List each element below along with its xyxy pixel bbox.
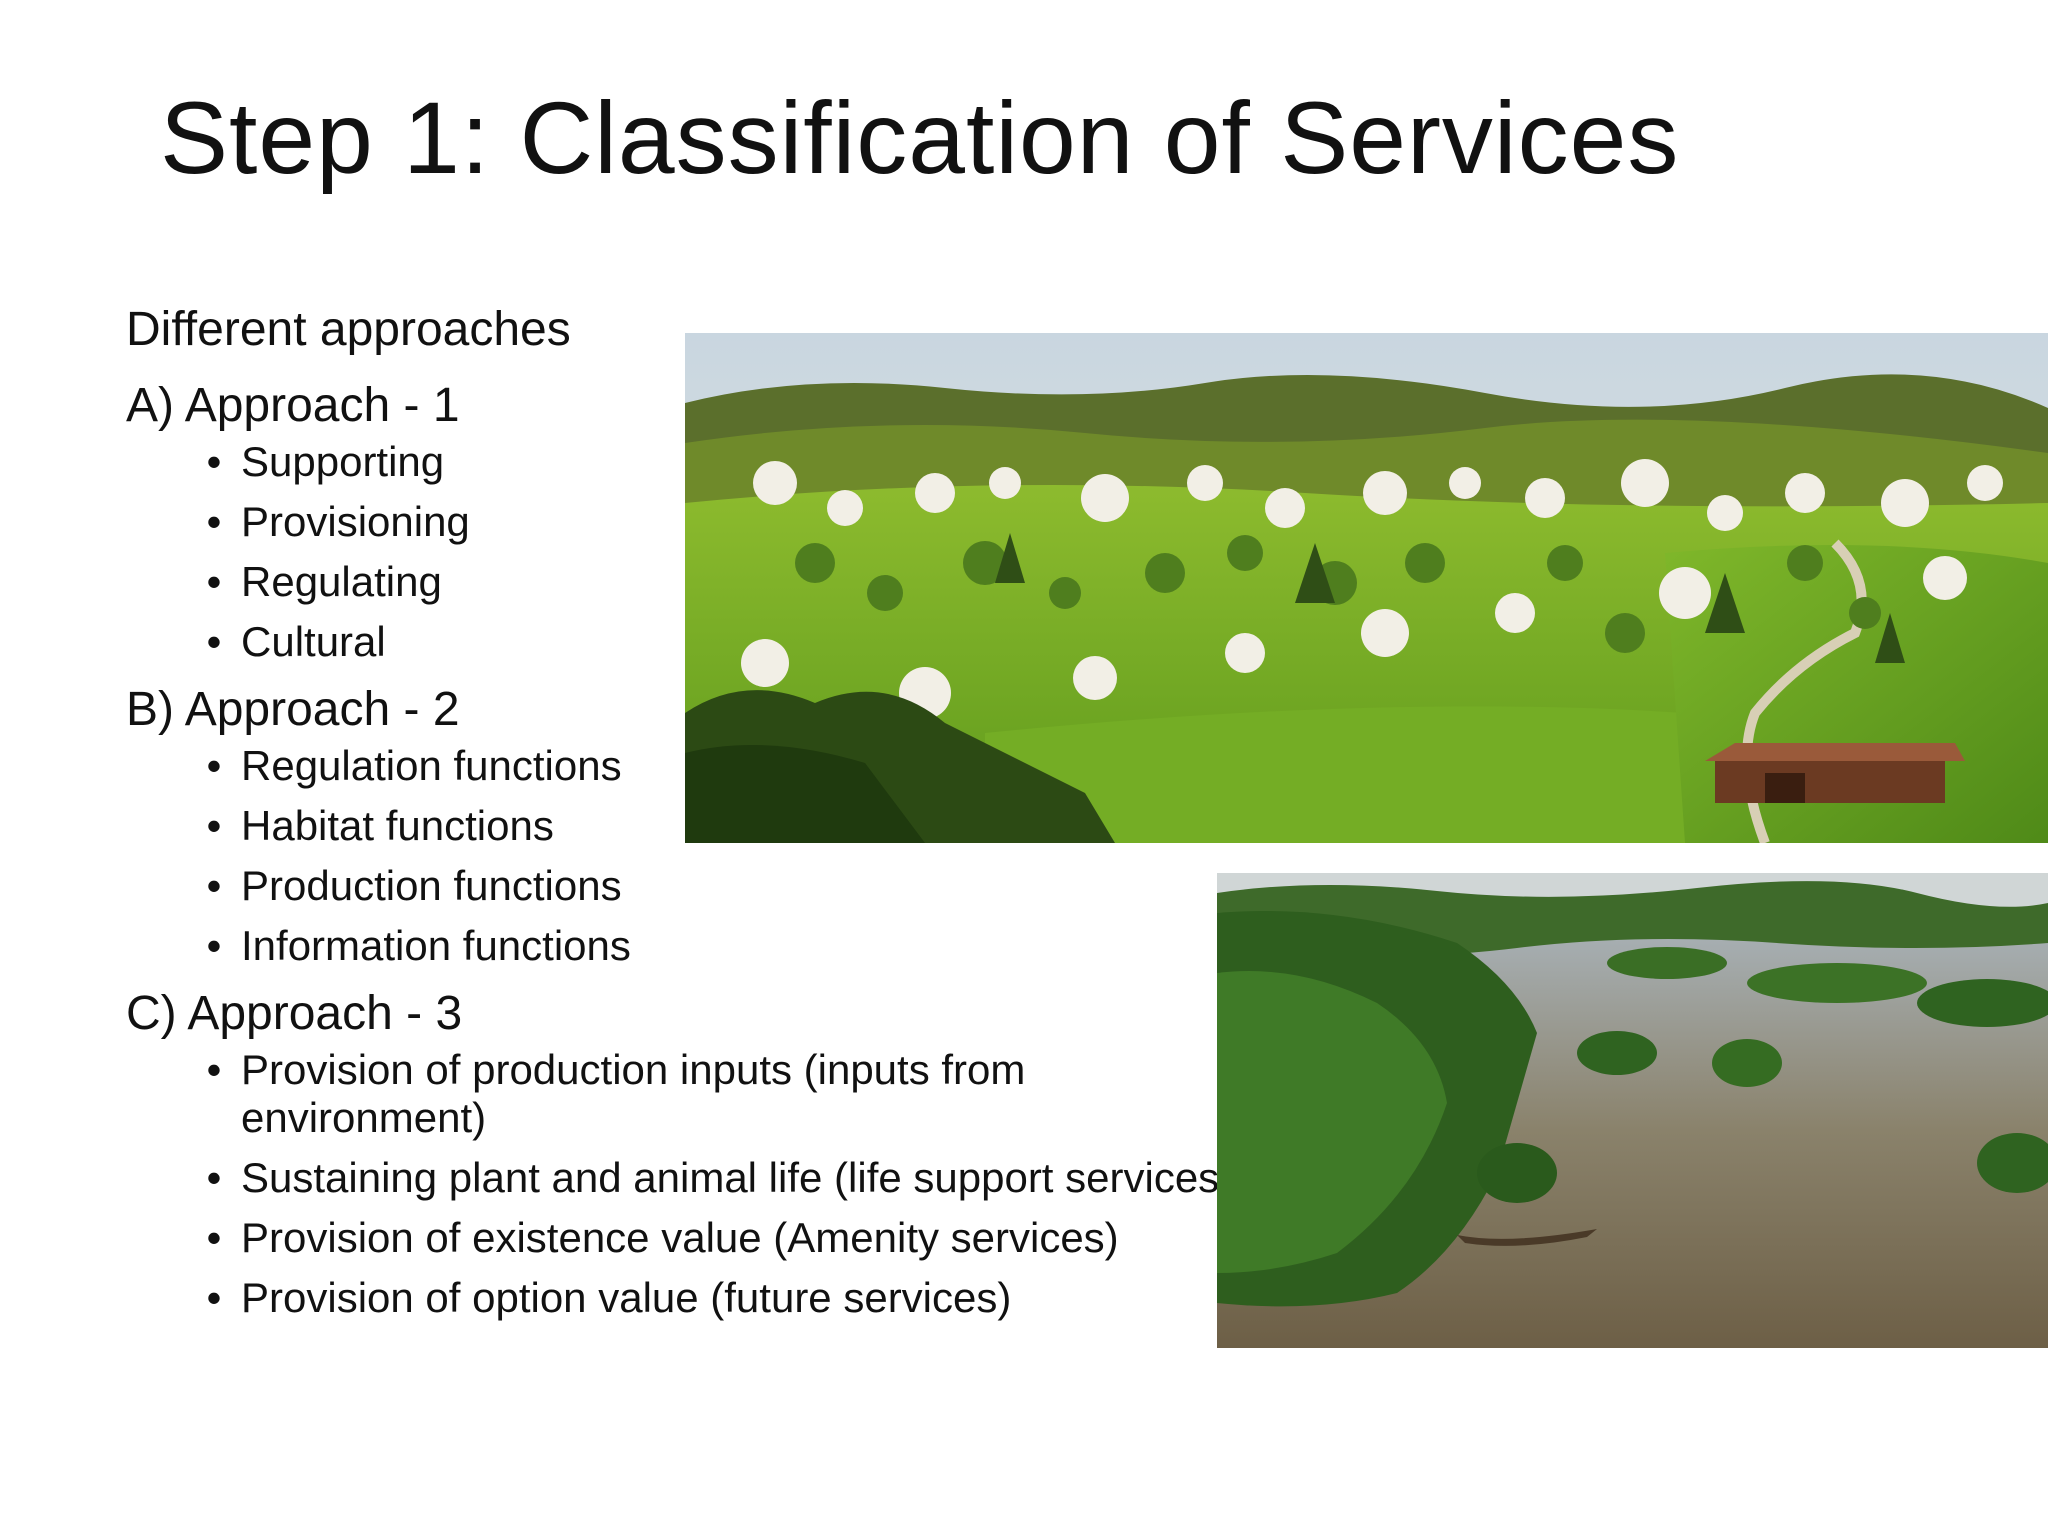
list-item: •Regulation functions bbox=[126, 742, 1226, 790]
approach-3-heading: C) Approach - 3 bbox=[126, 987, 463, 1040]
bullet-icon: • bbox=[206, 862, 222, 909]
slide-title: Step 1: Classification of Services bbox=[160, 81, 1680, 195]
bullet-icon: • bbox=[206, 438, 222, 485]
meadow-landscape-image bbox=[685, 333, 2048, 843]
bullet-icon: • bbox=[206, 618, 222, 665]
approach-1-heading: A) Approach - 1 bbox=[126, 379, 460, 432]
bullet-icon: • bbox=[206, 558, 222, 605]
list-item: •Supporting bbox=[126, 438, 1226, 486]
list-item: •Sustaining plant and animal life (life … bbox=[126, 1154, 1281, 1202]
bullet-icon: • bbox=[206, 922, 222, 969]
bullet-icon: • bbox=[206, 498, 222, 545]
approach-3-list: •Provision of production inputs (inputs … bbox=[126, 1046, 1234, 1322]
list-item: •Provision of existence value (Amenity s… bbox=[126, 1214, 1281, 1262]
list-item: •Provisioning bbox=[126, 498, 1226, 546]
approach-1-list: •Supporting •Provisioning •Regulating •C… bbox=[126, 438, 1226, 666]
list-item: •Regulating bbox=[126, 558, 1226, 606]
approach-2-heading: B) Approach - 2 bbox=[126, 683, 460, 736]
slide-body: Different approaches A) Approach - 1 •Su… bbox=[126, 298, 1234, 1334]
list-item: •Habitat functions bbox=[126, 802, 1226, 850]
bullet-icon: • bbox=[206, 1274, 222, 1321]
mangrove-lagoon-image bbox=[1217, 873, 2048, 1348]
bullet-icon: • bbox=[206, 802, 222, 849]
list-item: •Information functions bbox=[126, 922, 1226, 970]
list-item: •Provision of production inputs (inputs … bbox=[126, 1046, 1281, 1142]
bullet-icon: • bbox=[206, 1046, 222, 1093]
bullet-icon: • bbox=[206, 742, 222, 789]
bullet-icon: • bbox=[206, 1154, 222, 1201]
list-item: •Cultural bbox=[126, 618, 1226, 666]
list-item: •Production functions bbox=[126, 862, 1226, 910]
intro-text: Different approaches bbox=[126, 303, 571, 356]
list-item: •Provision of option value (future servi… bbox=[126, 1274, 1281, 1322]
bullet-icon: • bbox=[206, 1214, 222, 1261]
approach-2-list: •Regulation functions •Habitat functions… bbox=[126, 742, 1226, 970]
